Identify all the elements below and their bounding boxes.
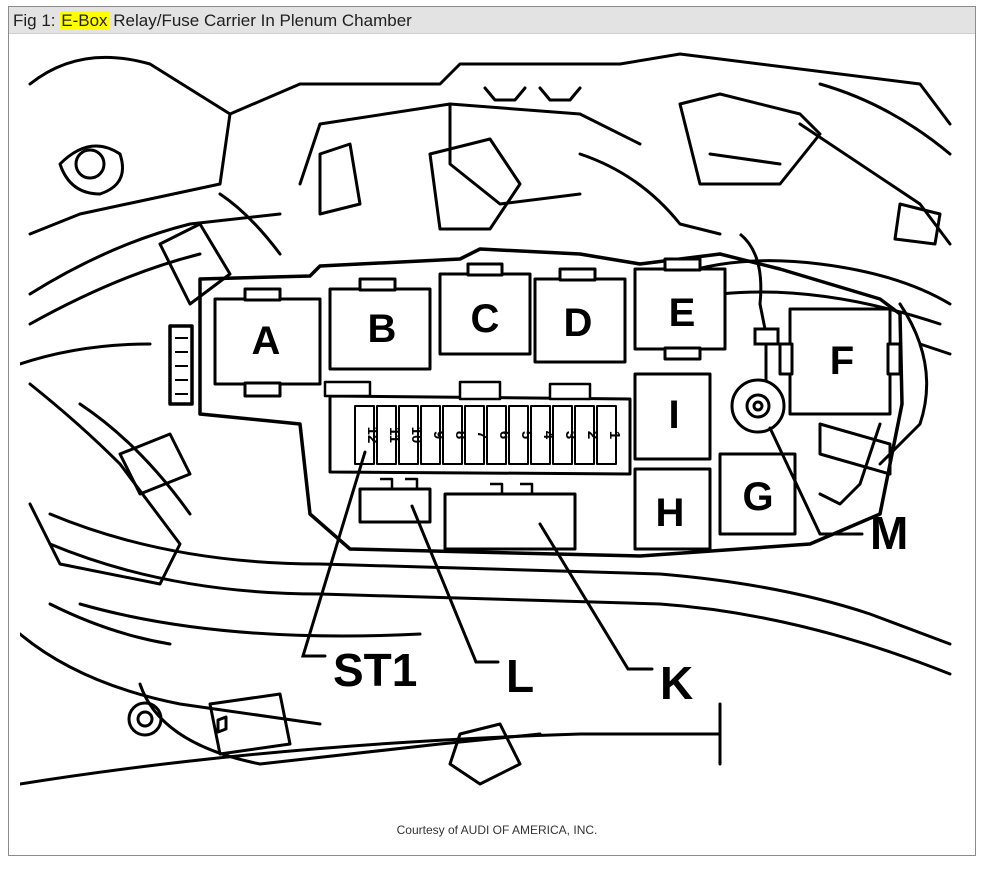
relay-label-d: D xyxy=(564,301,593,345)
search-highlight: E-Box xyxy=(60,11,109,30)
fuse-number: 7 xyxy=(474,431,491,439)
figure-title-rest: Relay/Fuse Carrier In Plenum Chamber xyxy=(108,11,412,30)
ebox-line-drawing: 1 2 3 4 5 6 7 8 9 10 11 12 A B C D E F G… xyxy=(20,52,952,786)
leader-m xyxy=(768,426,864,536)
fuse-number: 4 xyxy=(540,431,557,440)
callout-labels: ST1 L K M xyxy=(333,507,908,709)
relay-socket-b xyxy=(328,287,432,371)
leader-st1 xyxy=(300,450,367,658)
relay-label-h: H xyxy=(656,491,685,535)
fuse-number: 12 xyxy=(364,427,381,444)
relay-socket-a xyxy=(213,297,322,386)
fuse-number-labels: 1 2 3 4 5 6 7 8 9 10 11 12 xyxy=(364,427,623,444)
fuse-number: 8 xyxy=(452,431,469,439)
relay-label-c: C xyxy=(471,297,500,341)
fuse-number: 1 xyxy=(606,431,623,439)
relay-socket-h xyxy=(633,467,712,551)
fuse-number: 2 xyxy=(584,431,601,439)
figure-title: Fig 1: E-Box Relay/Fuse Carrier In Plenu… xyxy=(13,11,412,31)
relay-labels: A B C D E F G H I xyxy=(252,291,855,535)
relay-label-g: G xyxy=(742,475,773,519)
callout-m: M xyxy=(870,507,908,559)
fuse-number: 5 xyxy=(518,431,535,439)
image-credit: Courtesy of AUDI OF AMERICA, INC. xyxy=(396,823,598,837)
relay-label-e: E xyxy=(669,291,696,335)
callout-leaders xyxy=(300,426,864,671)
relay-socket-i xyxy=(633,372,712,461)
relay-label-a: A xyxy=(252,319,281,363)
connector-k xyxy=(443,492,577,551)
relay-socket-f xyxy=(788,307,892,416)
callout-k: K xyxy=(660,657,693,709)
callout-l: L xyxy=(506,650,534,702)
fuse-number: 9 xyxy=(430,431,447,439)
leader-l xyxy=(410,504,500,664)
connector-l xyxy=(358,487,432,524)
fuse-block xyxy=(323,380,632,551)
fuse-number: 6 xyxy=(496,431,513,439)
figure-title-bar: Fig 1: E-Box Relay/Fuse Carrier In Plenu… xyxy=(9,7,975,34)
fuse-slots xyxy=(354,405,617,465)
relay-label-i: I xyxy=(668,393,679,437)
fuse-number: 10 xyxy=(408,427,425,444)
relay-label-f: F xyxy=(830,339,854,383)
relay-sockets xyxy=(213,257,902,551)
leader-k xyxy=(538,522,654,671)
relay-socket-g xyxy=(718,452,797,536)
figure-prefix: Fig 1: xyxy=(13,11,61,30)
figure-frame: Fig 1: E-Box Relay/Fuse Carrier In Plenu… xyxy=(8,6,976,856)
relay-label-b: B xyxy=(368,307,397,351)
fuse-number: 3 xyxy=(562,431,579,439)
relay-fuse-carrier xyxy=(168,247,904,558)
background-linework xyxy=(20,52,952,786)
ground-stud xyxy=(730,232,786,434)
callout-st1: ST1 xyxy=(333,644,417,696)
fuse-number: 11 xyxy=(386,427,403,443)
